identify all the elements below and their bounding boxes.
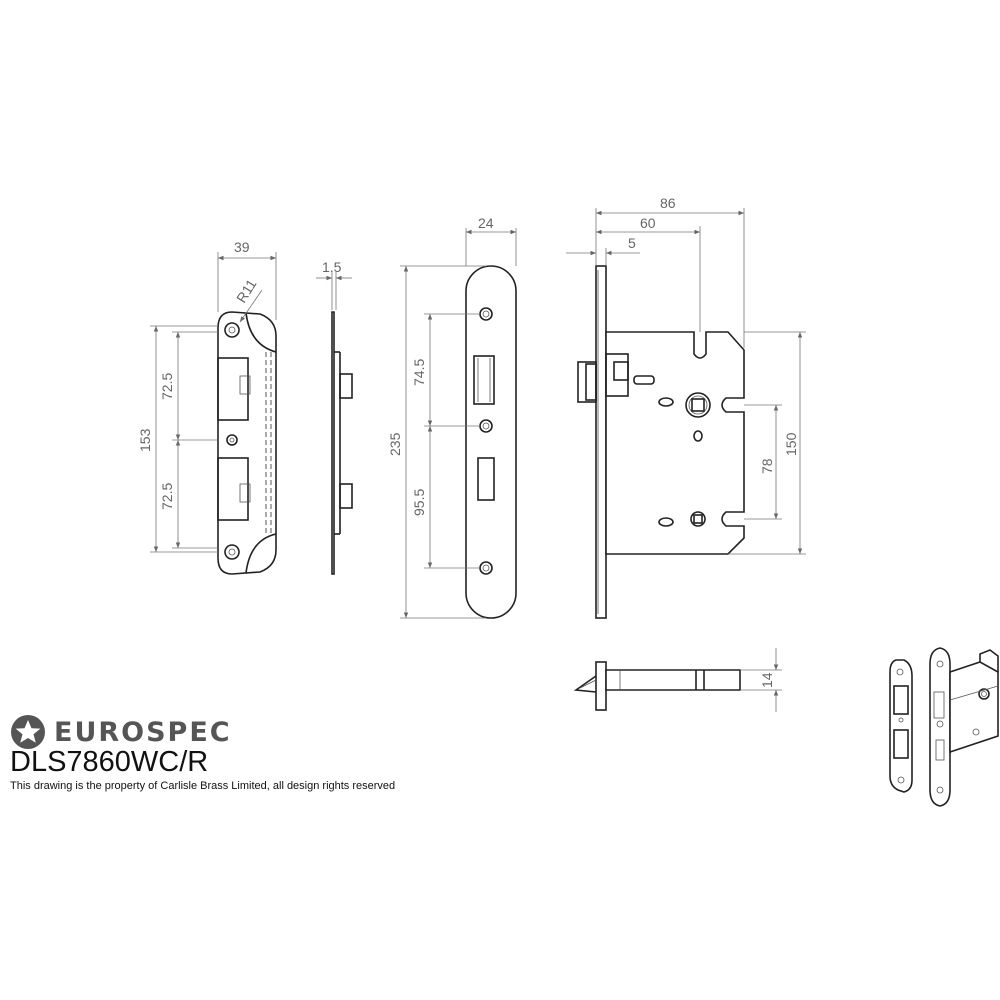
forend-front-view (465, 265, 517, 619)
strike-width-label: 39 (234, 239, 250, 255)
strike-radius-label: R11 (233, 276, 260, 306)
brand-name: EUROSPEC (54, 716, 232, 748)
copyright-notice: This drawing is the property of Carlisle… (10, 780, 396, 792)
product-code: DLS7860WC/R (10, 746, 209, 778)
strike-plate-front-view (217, 311, 277, 575)
strike-upper-label: 72.5 (159, 373, 175, 400)
case-forend-label: 5 (628, 235, 636, 251)
strike-plate-side-view: 1.5 (316, 259, 353, 575)
lock-case-plan-view: 14 (573, 648, 782, 712)
forend-dimensions: 24 235 74.5 95.5 (387, 215, 517, 619)
case-depth-label: 14 (759, 672, 775, 688)
lock-case-side-view (577, 265, 745, 619)
case-height-label: 150 (783, 432, 799, 456)
lock-case-dimensions: 86 60 5 150 78 (566, 195, 806, 555)
isometric-lock-view (889, 647, 999, 807)
forend-lower-label: 95.5 (411, 489, 427, 516)
case-backset-label: 60 (640, 215, 656, 231)
eurospec-logo: EUROSPEC (10, 714, 232, 750)
case-centres-label: 78 (759, 458, 775, 474)
forend-height-label: 235 (387, 432, 403, 456)
strike-thickness-label: 1.5 (322, 259, 342, 275)
case-overall-label: 86 (660, 195, 676, 211)
strike-height-label: 153 (137, 428, 153, 452)
forend-width-label: 24 (478, 215, 494, 231)
forend-upper-label: 74.5 (411, 359, 427, 386)
strike-lower-label: 72.5 (159, 483, 175, 510)
star-badge-icon (11, 715, 45, 749)
